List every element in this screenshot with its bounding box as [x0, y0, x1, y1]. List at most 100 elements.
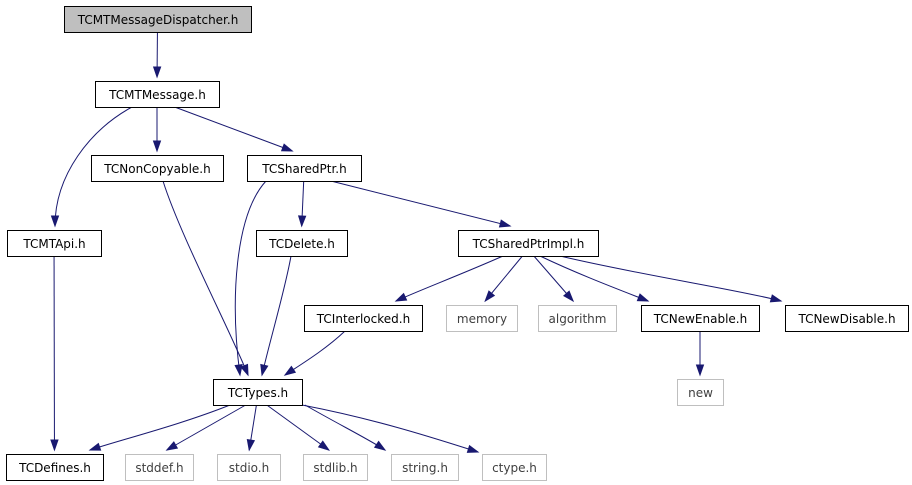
- edge-arrowhead: [297, 215, 307, 228]
- edge-dispatcher-to-message: [152, 31, 162, 79]
- edge-line: [162, 180, 249, 376]
- edge-arrowhead: [498, 219, 512, 228]
- node-stddef[interactable]: stddef.h: [125, 454, 194, 481]
- node-sharedptr[interactable]: TCSharedPtr.h: [247, 155, 362, 182]
- edge-line: [301, 404, 479, 453]
- node-mtapi[interactable]: TCMTApi.h: [7, 230, 102, 257]
- node-defines[interactable]: TCDefines.h: [6, 454, 104, 481]
- edge-types-to-ctype: [301, 404, 480, 453]
- edge-arrowhead: [152, 140, 162, 153]
- edge-arrowhead: [466, 444, 480, 453]
- node-label: TCMTApi.h: [22, 237, 85, 251]
- node-box[interactable]: [391, 454, 459, 481]
- node-box[interactable]: [247, 155, 362, 182]
- node-box[interactable]: [785, 305, 909, 332]
- node-types[interactable]: TCTypes.h: [213, 379, 303, 406]
- edge-arrowhead: [280, 143, 294, 152]
- node-label: TCMTMessageDispatcher.h: [77, 13, 239, 27]
- node-box[interactable]: [217, 454, 281, 481]
- node-box[interactable]: [213, 379, 303, 406]
- edge-message-to-noncopyable: [152, 107, 162, 153]
- node-box[interactable]: [482, 454, 547, 481]
- node-memory[interactable]: memory: [446, 305, 518, 332]
- edge-line: [284, 330, 346, 376]
- node-label: TCNewEnable.h: [653, 312, 747, 326]
- node-sharedptrimpl[interactable]: TCSharedPtrImpl.h: [458, 230, 599, 257]
- node-box[interactable]: [446, 305, 518, 332]
- edge-sharedptrimpl-to-memory: [484, 255, 523, 303]
- edge-line: [539, 255, 649, 302]
- node-newdisable[interactable]: TCNewDisable.h: [785, 305, 909, 332]
- node-stdlib[interactable]: stdlib.h: [303, 454, 368, 481]
- edge-arrowhead: [636, 293, 650, 302]
- node-newenable[interactable]: TCNewEnable.h: [641, 305, 760, 332]
- node-label: TCSharedPtr.h: [261, 162, 346, 176]
- edge-arrowhead: [484, 290, 496, 303]
- node-box[interactable]: [641, 305, 760, 332]
- edge-interlocked-to-types: [283, 330, 346, 376]
- edge-line: [54, 106, 133, 227]
- node-box[interactable]: [125, 454, 194, 481]
- node-box[interactable]: [538, 305, 617, 332]
- edge-sharedptr-to-delete: [297, 180, 307, 228]
- edge-line: [304, 404, 386, 451]
- edge-arrowhead: [50, 439, 59, 452]
- node-label: TCInterlocked.h: [316, 312, 410, 326]
- node-box[interactable]: [91, 155, 224, 182]
- node-new[interactable]: new: [677, 379, 724, 406]
- node-label: stdio.h: [229, 461, 269, 475]
- node-label: stddef.h: [135, 461, 183, 475]
- edge-line: [261, 255, 292, 376]
- edge-line: [166, 404, 246, 451]
- node-box[interactable]: [304, 305, 423, 332]
- edge-types-to-stdio: [246, 404, 257, 452]
- node-stdio[interactable]: stdio.h: [217, 454, 281, 481]
- edge-message-to-mtapi: [50, 106, 133, 228]
- edge-types-to-stddef: [165, 404, 246, 451]
- node-box[interactable]: [64, 6, 252, 33]
- node-dispatcher[interactable]: TCMTMessageDispatcher.h: [64, 6, 252, 33]
- edge-mtapi-to-defines: [50, 255, 59, 452]
- node-label: TCDefines.h: [18, 461, 91, 475]
- node-box[interactable]: [303, 454, 368, 481]
- node-box[interactable]: [6, 454, 104, 481]
- edge-arrowhead: [317, 440, 331, 451]
- edge-sharedptrimpl-to-newenable: [539, 255, 650, 302]
- node-label: TCNonCopyable.h: [103, 162, 210, 176]
- node-string[interactable]: string.h: [391, 454, 459, 481]
- edge-arrowhead: [695, 364, 705, 377]
- node-label: TCDelete.h: [268, 237, 335, 251]
- node-ctype[interactable]: ctype.h: [482, 454, 547, 481]
- edge-line: [89, 404, 231, 451]
- node-message[interactable]: TCMTMessage.h: [95, 81, 220, 108]
- edge-delete-to-types: [260, 255, 292, 377]
- node-box[interactable]: [7, 230, 102, 257]
- node-label: algorithm: [549, 312, 607, 326]
- edge-sharedptrimpl-to-algorithm: [533, 255, 575, 303]
- node-box[interactable]: [458, 230, 599, 257]
- nodes-layer: TCMTMessageDispatcher.hTCMTMessage.hTCNo…: [6, 6, 909, 481]
- edge-arrowhead: [260, 363, 269, 377]
- node-box[interactable]: [95, 81, 220, 108]
- node-label: new: [688, 386, 713, 400]
- node-label: ctype.h: [492, 461, 537, 475]
- edge-types-to-defines: [88, 404, 231, 451]
- edge-sharedptrimpl-to-newdisable: [559, 255, 783, 303]
- node-delete[interactable]: TCDelete.h: [256, 230, 348, 257]
- edge-sharedptrimpl-to-interlocked: [394, 255, 504, 302]
- edge-line: [174, 106, 293, 152]
- edge-line: [559, 255, 782, 302]
- edge-arrowhead: [234, 364, 243, 377]
- node-label: memory: [457, 312, 507, 326]
- edge-types-to-stdlib: [266, 404, 331, 451]
- edge-arrowhead: [50, 215, 60, 228]
- edge-sharedptr-to-sharedptrimpl: [330, 180, 512, 228]
- node-label: TCMTMessage.h: [108, 88, 206, 102]
- node-noncopyable[interactable]: TCNonCopyable.h: [91, 155, 224, 182]
- edge-types-to-string: [304, 404, 387, 451]
- node-algorithm[interactable]: algorithm: [538, 305, 617, 332]
- node-box[interactable]: [256, 230, 348, 257]
- node-box[interactable]: [677, 379, 724, 406]
- node-interlocked[interactable]: TCInterlocked.h: [304, 305, 423, 332]
